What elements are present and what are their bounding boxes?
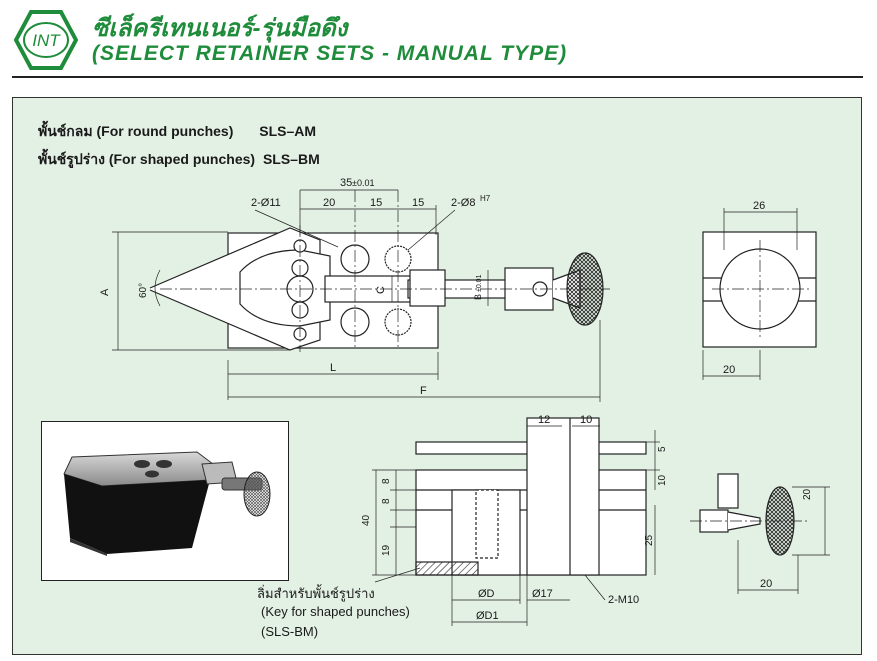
retainer-photo-illustration <box>63 451 271 556</box>
key-note-code: (SLS-BM) <box>261 624 319 639</box>
title-english: (SELECT RETAINER SETS - MANUAL TYPE) <box>92 42 568 65</box>
key-hatched <box>415 561 479 576</box>
logo-text: INT <box>32 31 61 50</box>
spec-shaped-code: SLS–BM <box>262 151 320 167</box>
dim-35: 35 <box>340 177 352 189</box>
spec-shaped: พั้นช์รูปร่าง (For shaped punches) SLS–B… <box>38 149 320 171</box>
dim-26: 26 <box>753 200 765 212</box>
dim-12: 12 <box>538 414 550 426</box>
dim-15-a: 15 <box>370 197 382 209</box>
dim-8-a: 8 <box>381 478 392 484</box>
key-note-thai: ลิ่มสำหรับพั้นช์รูปร่าง <box>257 586 375 601</box>
dim-25: 25 <box>644 534 655 546</box>
dim-angle: 60° <box>138 283 149 298</box>
title-thai: ซีเล็ครีเทนเนอร์-รุ่นมือดึง <box>92 15 348 42</box>
dim-10-right: 10 <box>657 474 668 486</box>
int-logo: INT <box>14 10 78 70</box>
dim-20-top: 20 <box>323 197 335 209</box>
dim-od1: ØD1 <box>476 610 499 622</box>
spec-shaped-label: พั้นช์รูปร่าง (For shaped punches) <box>38 151 256 167</box>
dim-a: A <box>99 288 111 296</box>
dim-20-knob-h: 20 <box>802 488 813 500</box>
key-note-english: (Key for shaped punches) <box>261 604 410 619</box>
dim-20-side: 20 <box>723 364 735 376</box>
dim-f: F <box>420 385 427 397</box>
dim-m10: 2-M10 <box>608 594 639 606</box>
spec-round-label: พั้นช์กลม (For round punches) <box>38 123 234 139</box>
dim-b-tol: ±0.01 <box>476 274 483 292</box>
header-rule <box>12 76 863 78</box>
dim-35-tol: ±0.01 <box>352 178 374 188</box>
dim-hole8: 2-Ø8 <box>451 197 475 209</box>
dim-c: C <box>375 286 387 294</box>
header: INT ซีเล็ครีเทนเนอร์-รุ่นมือดึง (SELECT … <box>0 0 877 80</box>
dim-20-knob-w: 20 <box>760 578 772 590</box>
dim-10: 10 <box>580 414 592 426</box>
dim-od: ØD <box>478 588 495 600</box>
clamp-plate <box>239 249 331 327</box>
dim-hole8-tol: H7 <box>480 194 491 203</box>
dim-8-b: 8 <box>381 498 392 504</box>
dim-hole11: 2-Ø11 <box>251 197 281 209</box>
dim-o17: Ø17 <box>532 588 553 600</box>
spec-round: พั้นช์กลม (For round punches) SLS–AM <box>38 121 316 143</box>
dim-19: 19 <box>381 544 392 556</box>
dim-l: L <box>330 362 336 374</box>
dim-5: 5 <box>657 446 668 452</box>
product-photo <box>41 421 289 581</box>
spec-round-code: SLS–AM <box>259 123 317 139</box>
dim-15-b: 15 <box>412 197 424 209</box>
dim-b: B <box>473 294 483 300</box>
dim-40: 40 <box>361 514 372 526</box>
